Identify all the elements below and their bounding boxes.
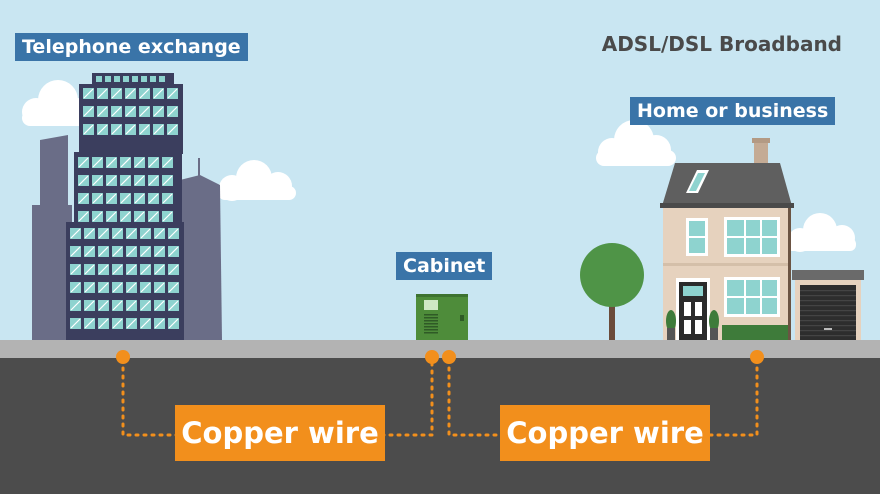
diagram-title: ADSL/DSL Broadband (601, 32, 842, 56)
connection-dot-cabinet-out (442, 350, 456, 364)
connection-dot-exchange (116, 350, 130, 364)
connection-dot-cabinet-in (425, 350, 439, 364)
exchange-label: Telephone exchange (15, 33, 248, 61)
office-tower-icon (32, 73, 222, 340)
cabinet-label: Cabinet (396, 252, 493, 280)
connection-dot-home (750, 350, 764, 364)
cloud-icon (786, 213, 856, 252)
copper-wire-label-2: Copper wire (500, 405, 710, 461)
copper-wire-label-1: Copper wire (175, 405, 385, 461)
underground (0, 358, 880, 494)
garage-icon (792, 270, 864, 340)
ground-strip (0, 340, 880, 358)
wire-connection-points (116, 350, 764, 364)
tree-icon (580, 243, 644, 340)
cloud-icon (218, 160, 296, 201)
copper-wire-route (121, 358, 759, 437)
street-cabinet-icon (416, 294, 468, 340)
home-label: Home or business (630, 97, 836, 125)
cloud-icon (22, 80, 94, 126)
house-icon (660, 138, 794, 340)
cloud-icon (596, 120, 676, 166)
